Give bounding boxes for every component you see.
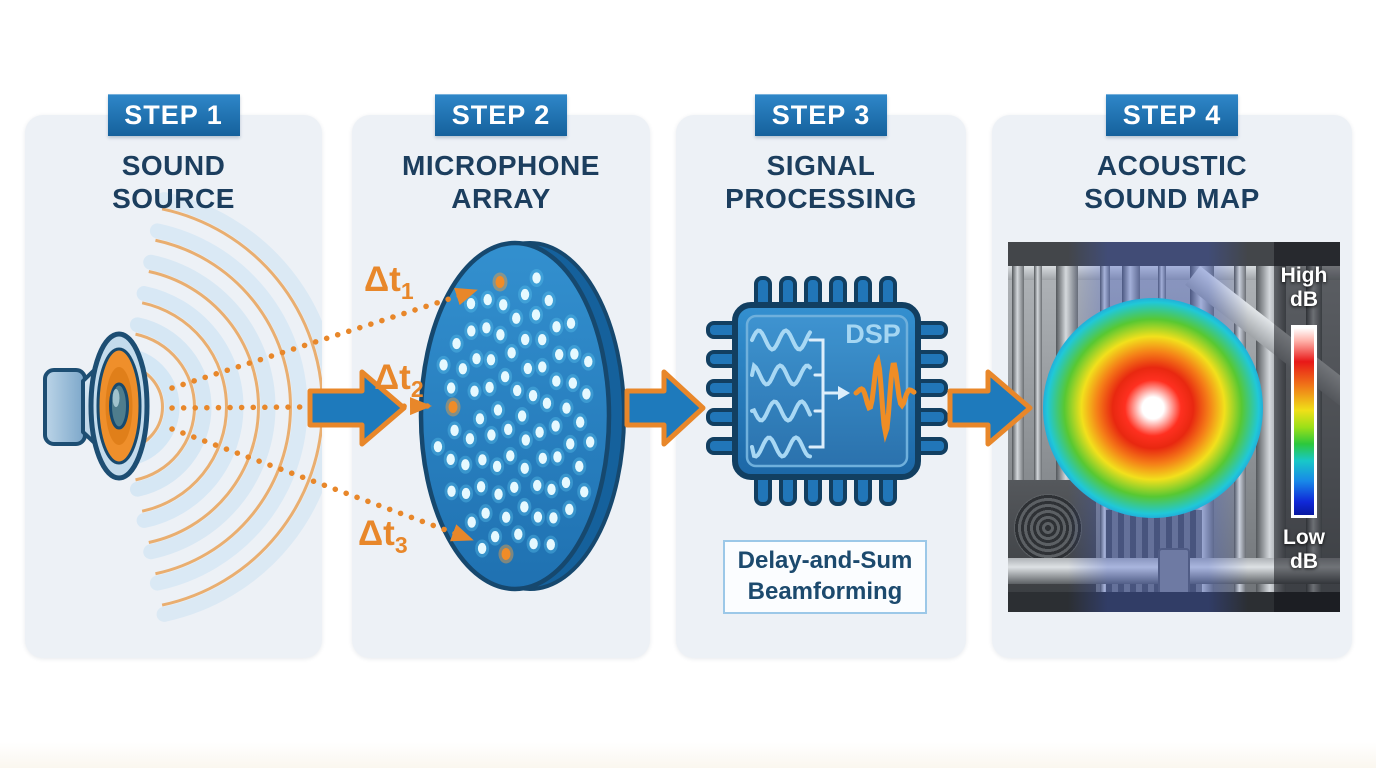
sound-waves-icon <box>123 192 322 622</box>
colorbar-high-label: High dB <box>1280 264 1328 311</box>
dsp-graphic: DSP <box>706 276 948 506</box>
highlighted-mic-dots <box>445 272 514 564</box>
delta-t3-base: Δt <box>358 514 395 553</box>
dsp-chip-icon: DSP <box>706 276 948 506</box>
dsp-chip-label: DSP <box>845 319 901 349</box>
panel-acoustic-sound-map: High dB Low dB STEP 4 ACOUSTIC SOUND MAP <box>992 94 1352 658</box>
delta-t2-sub: 2 <box>410 376 424 402</box>
step-2-badge: STEP 2 <box>435 94 567 136</box>
step-1-badge: STEP 1 <box>107 94 240 136</box>
step-4-title: ACOUSTIC SOUND MAP <box>1084 150 1260 215</box>
delta-t2-base: Δt <box>374 358 411 397</box>
panel-signal-processing: DSP Delay-and-Sum Beamforming STEP 3 SIG… <box>676 94 966 658</box>
input-waveforms-icon <box>750 328 812 459</box>
sound-hotspot-heatmap <box>1043 298 1263 518</box>
delta-t3-sub: 3 <box>394 532 408 558</box>
sum-arrowhead-icon <box>838 386 850 400</box>
step-2-title: MICROPHONE ARRAY <box>402 150 600 215</box>
pipe-flange <box>1158 548 1190 598</box>
photo-floor <box>1008 592 1340 612</box>
beamforming-method-box: Delay-and-Sum Beamforming <box>723 540 927 614</box>
pipe <box>1034 266 1042 592</box>
delta-t1-sub: 1 <box>400 278 414 304</box>
fan-vent <box>1014 494 1082 562</box>
delta-t3-label: Δt3 <box>358 516 408 557</box>
db-colorbar <box>1291 325 1317 518</box>
step-4-badge: STEP 4 <box>1106 94 1238 136</box>
delta-t2-label: Δt2 <box>374 360 424 401</box>
colorbar-low-label: Low dB <box>1283 526 1325 573</box>
step-3-title: SIGNAL PROCESSING <box>725 150 917 215</box>
panel-sound-source: STEP 1 SOUND SOURCE <box>25 94 322 658</box>
output-waveform-icon <box>853 353 917 443</box>
sound-map-image: High dB Low dB <box>1008 242 1340 612</box>
microphone-array-icon <box>418 240 626 592</box>
step-3-badge: STEP 3 <box>755 94 887 136</box>
step-1-title: SOUND SOURCE <box>112 150 235 215</box>
delta-t1-base: Δt <box>364 260 401 299</box>
delta-t1-label: Δt1 <box>364 262 414 303</box>
speaker-icon <box>43 331 150 481</box>
